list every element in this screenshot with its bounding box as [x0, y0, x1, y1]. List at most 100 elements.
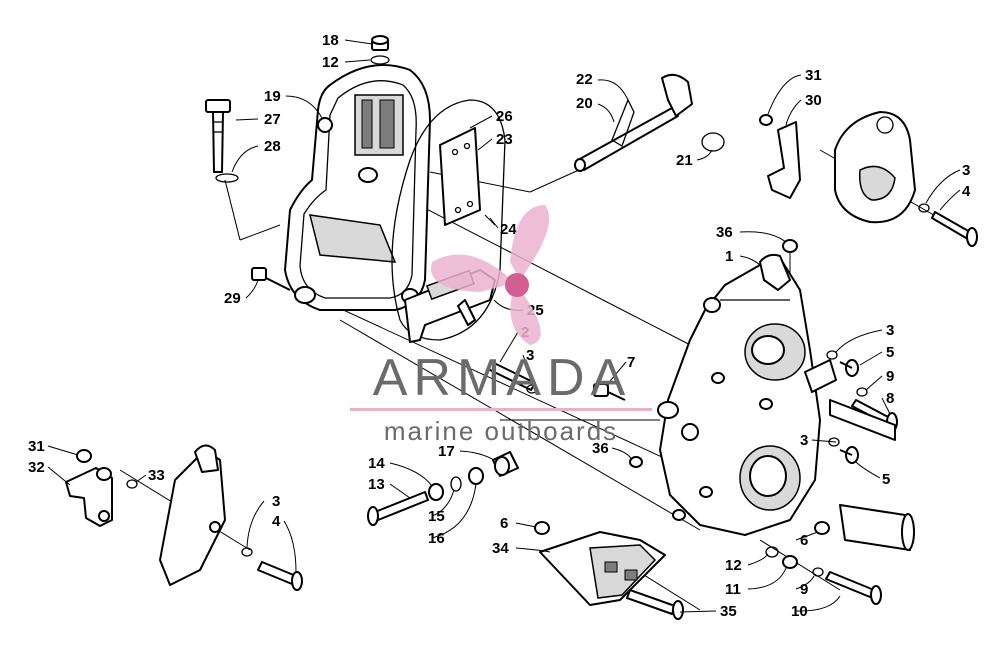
- bolt-4-b: [257, 561, 303, 591]
- callout-35: 35: [720, 603, 737, 620]
- washer-9-r: [856, 387, 868, 397]
- nut-31-top: [759, 114, 773, 126]
- washer-3-c: [526, 384, 538, 394]
- callout-9: 9: [886, 368, 894, 385]
- callout-17: 17: [438, 443, 455, 460]
- bolt-35: [626, 589, 684, 620]
- nut-16: [468, 467, 484, 485]
- mount-34: [539, 531, 666, 606]
- bolt-18: [371, 35, 389, 51]
- cover-top-right: [834, 111, 916, 224]
- callout-31: 31: [28, 438, 45, 455]
- washer-9-b: [812, 567, 824, 577]
- washer-15: [450, 476, 462, 492]
- callout-27: 27: [264, 111, 281, 128]
- callout-32: 32: [28, 459, 45, 476]
- callout-1: 1: [725, 248, 733, 265]
- washer-3-r1: [826, 350, 838, 360]
- nut-31-b: [76, 449, 92, 463]
- bolt-29: [251, 267, 291, 291]
- callout-29: 29: [224, 290, 241, 307]
- nut-36-c: [629, 456, 643, 468]
- lower-cover: [159, 444, 226, 586]
- bolt-13: [367, 491, 429, 526]
- callout-21: 21: [676, 152, 693, 169]
- watermark-subtitle: marine outboards: [383, 416, 619, 446]
- ring-21: [701, 132, 725, 152]
- nut-11: [782, 555, 798, 569]
- plate-23: [439, 127, 481, 226]
- callout-8: 8: [886, 390, 894, 407]
- callout-24: 24: [500, 221, 517, 238]
- callout-31: 31: [805, 67, 822, 84]
- leader-lines: [47, 39, 961, 613]
- callout-15: 15: [428, 508, 445, 525]
- bushing-r: [804, 359, 837, 393]
- washer-33: [126, 479, 138, 489]
- o-ring-28: [215, 173, 239, 183]
- callout-28: 28: [264, 138, 281, 155]
- callout-numbers: 18 12 19 27 28 26 23 24 22 20 21 31 30 3…: [28, 32, 971, 620]
- washer-3-b: [241, 547, 253, 557]
- callout-3: 3: [800, 432, 808, 449]
- bushing-17: [492, 451, 519, 477]
- callout-3: 3: [526, 347, 534, 364]
- callout-3: 3: [886, 322, 894, 339]
- callout-7: 7: [627, 354, 635, 371]
- bolt-7: [593, 383, 626, 401]
- detent-22: [611, 98, 635, 147]
- watermark-brand: ARMADA: [372, 349, 632, 407]
- callout-5: 5: [886, 344, 894, 361]
- callout-6: 6: [500, 515, 508, 532]
- plug-5-r1: [839, 359, 859, 377]
- propeller-logo-icon: [431, 205, 550, 345]
- bracket-32: [65, 467, 113, 527]
- watermark-divider: [350, 408, 652, 411]
- bolt-4-top: [931, 211, 978, 247]
- shaft-spline-upper: [829, 399, 896, 441]
- callout-36: 36: [716, 224, 733, 241]
- callout-23: 23: [496, 131, 513, 148]
- nut-6-r: [814, 521, 830, 535]
- callout-3: 3: [962, 162, 970, 179]
- washer-3-top: [918, 203, 930, 213]
- callout-36: 36: [592, 440, 609, 457]
- dipstick-27: [205, 99, 231, 173]
- washer-3-r2: [828, 437, 840, 447]
- bolt-10: [825, 571, 882, 605]
- callout-10: 10: [791, 603, 808, 620]
- callout-20: 20: [576, 95, 593, 112]
- callout-6: 6: [800, 532, 808, 549]
- callout-5: 5: [882, 471, 890, 488]
- callout-12: 12: [322, 54, 339, 71]
- stud-2: [487, 361, 536, 391]
- main-housing-1: [657, 253, 821, 536]
- washer-12-r: [765, 546, 779, 558]
- callout-9: 9: [800, 581, 808, 598]
- plug-5-r2: [839, 446, 859, 464]
- bracket-30: [767, 121, 801, 199]
- callout-26: 26: [496, 108, 513, 125]
- screw-24: [484, 214, 496, 226]
- callout-14: 14: [368, 455, 385, 472]
- callout-34: 34: [492, 540, 509, 557]
- callout-30: 30: [805, 92, 822, 109]
- callout-13: 13: [368, 476, 385, 493]
- washer-14: [428, 483, 444, 501]
- callout-33: 33: [148, 467, 165, 484]
- callout-18: 18: [322, 32, 339, 49]
- gasket-26: [391, 99, 506, 341]
- callout-11: 11: [725, 581, 741, 598]
- callout-3: 3: [272, 493, 280, 510]
- callout-16: 16: [428, 530, 445, 547]
- callout-4: 4: [272, 513, 281, 530]
- shift-shaft-20: [574, 73, 693, 172]
- washer-12-top: [370, 55, 390, 65]
- callout-22: 22: [576, 71, 593, 88]
- callout-19: 19: [264, 88, 281, 105]
- output-shaft: [839, 504, 915, 551]
- callout-4: 4: [962, 183, 971, 200]
- nut-6-b: [534, 521, 550, 535]
- nut-36-top: [782, 239, 798, 253]
